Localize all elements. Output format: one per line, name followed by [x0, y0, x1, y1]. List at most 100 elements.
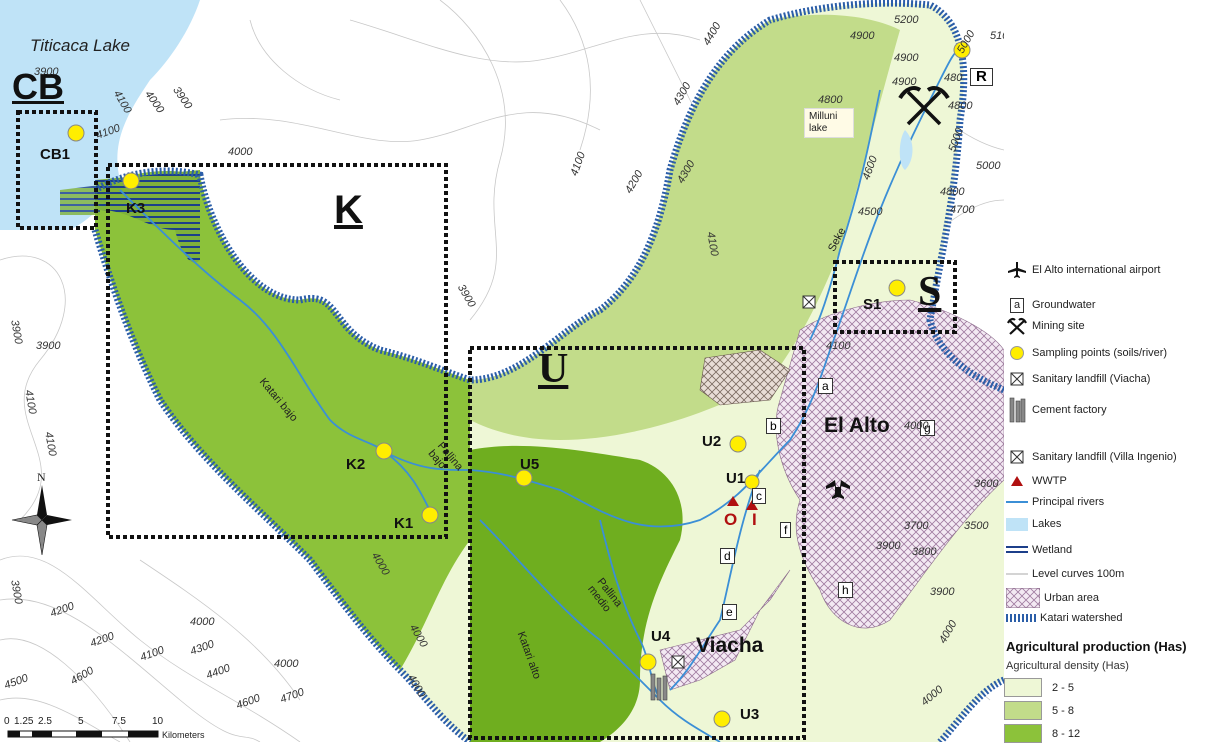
legend-item-sampling: Sampling points (soils/river) — [1006, 345, 1167, 361]
mining-icon — [1006, 317, 1028, 335]
contour-label: 3900 — [36, 340, 61, 352]
groundwater-icon: a — [1006, 297, 1028, 313]
box-u — [468, 346, 806, 740]
contour-label: 5100 — [990, 30, 1004, 42]
groundwater-site-f: f — [780, 522, 792, 538]
contour-label: 4000 — [274, 658, 299, 670]
scale-tick: 10 — [152, 716, 164, 727]
contour-label: 4800 — [818, 94, 843, 106]
scale-tick: 0 — [4, 716, 10, 727]
scale-tick: 1.25 — [14, 716, 34, 727]
legend-item-contours: Level curves 100m — [1006, 566, 1124, 582]
wetland-icon — [1006, 542, 1028, 558]
point-label-u5: U5 — [520, 456, 540, 473]
scale-tick: 5 — [78, 716, 84, 727]
legend-item-rivers: Principal rivers — [1006, 494, 1104, 510]
scale-bar — [7, 730, 159, 738]
point-label-u4: U4 — [651, 628, 671, 645]
river-icon — [1006, 494, 1028, 510]
contour-label: 3900 — [34, 66, 59, 78]
agri-zone-top — [470, 445, 683, 742]
box-cb — [16, 110, 98, 230]
el-alto-urban — [775, 299, 1004, 629]
agri-class-swatch — [1004, 678, 1042, 697]
agri-class-high: 8 - 12 — [1004, 724, 1080, 743]
wwtp-label-i: I — [752, 510, 757, 529]
wwtp-i-marker — [746, 500, 758, 510]
point-label-cb1: CB1 — [40, 146, 71, 163]
map-canvas[interactable]: Titicaca Lake CB K U S CB1 K3 K2 K1 U5 U… — [0, 0, 1004, 742]
legend-item-lakes: Lakes — [1006, 516, 1061, 532]
point-label-r: R — [970, 68, 993, 86]
scale-unit: Kilometers — [162, 730, 205, 740]
groundwater-site-a: a — [818, 378, 833, 394]
map-graphics — [0, 0, 1004, 742]
groundwater-site-e: e — [722, 604, 737, 620]
point-label-u3: U3 — [740, 706, 760, 723]
city-label-el-alto: El Alto — [824, 414, 890, 437]
groundwater-site-b: b — [766, 418, 781, 434]
box-k — [106, 163, 448, 539]
urban-icon — [1006, 588, 1040, 608]
agricultural-density-subtitle: Agricultural density (Has) — [1006, 660, 1129, 672]
contour-label: 4500 — [858, 206, 883, 218]
lake-label: Titicaca Lake — [30, 36, 131, 55]
point-label-u1: U1 — [726, 470, 746, 487]
contour-label: 4800 — [948, 100, 973, 112]
groundwater-site-g: g — [920, 420, 935, 436]
groundwater-site-c: c — [752, 488, 766, 504]
agri-zone-mid — [470, 14, 900, 441]
contour-label: 4000 — [190, 616, 215, 628]
contour-label: 5200 — [894, 14, 919, 26]
contour-label: 4100 — [826, 340, 851, 352]
cement-factory-icon — [1006, 396, 1028, 424]
contour-label: 4900 — [894, 52, 919, 64]
point-label-k1: K1 — [394, 515, 414, 532]
legend-item-wetland: Wetland — [1006, 542, 1072, 558]
legend-item-mining: Mining site — [1006, 317, 1085, 335]
contour-label: 4900 — [892, 76, 917, 88]
agri-class-mid: 5 - 8 — [1004, 701, 1074, 720]
city-label-viacha: Viacha — [696, 634, 764, 657]
scale-tick: 2.5 — [38, 716, 52, 727]
mining-marker — [898, 86, 950, 126]
agri-class-swatch — [1004, 701, 1042, 720]
agri-class-swatch — [1004, 724, 1042, 743]
legend-item-groundwater: a Groundwater — [1006, 297, 1096, 313]
contour-label: 3800 — [912, 546, 937, 558]
sampling-points — [67, 41, 971, 728]
airport-icon — [1006, 262, 1028, 278]
cement-factory-marker — [650, 673, 668, 701]
titicaca-lake — [0, 0, 200, 230]
legend-item-watershed: Katari watershed — [1006, 610, 1123, 626]
legend-item-cement: Cement factory — [1006, 396, 1107, 424]
watershed-border-north — [93, 0, 1004, 394]
legend-panel: El Alto international airport a Groundwa… — [1004, 0, 1224, 743]
contour-label: 4800 — [940, 186, 965, 198]
contour-label: 5000 — [976, 160, 1001, 172]
landfill-villa-ingenio-icon — [1006, 449, 1028, 465]
milluni-lake — [899, 130, 913, 170]
legend-item-urban: Urban area — [1006, 588, 1099, 608]
box-label-s: S — [918, 269, 942, 315]
contour-label: 3600 — [974, 478, 999, 490]
wwtp-label-o: O — [724, 510, 738, 529]
box-s — [833, 260, 957, 334]
legend-item-landfill-viacha: Sanitary landfill (Viacha) — [1006, 371, 1150, 387]
legend-item-airport: El Alto international airport — [1006, 262, 1182, 278]
contour-label: 3500 — [964, 520, 989, 532]
north-label: N — [37, 470, 46, 484]
point-label-u2: U2 — [702, 433, 722, 450]
study-boxes — [16, 110, 957, 740]
viacha-urban — [659, 569, 791, 691]
contour-label: 3900 — [876, 540, 901, 552]
contour-icon — [1006, 566, 1028, 582]
legend-item-landfill-villa-ingenio: Sanitary landfill (Villa Ingenio) — [1006, 449, 1177, 465]
groundwater-site-d: d — [720, 548, 735, 564]
contour-label: 4000 — [904, 420, 929, 432]
airport-marker — [826, 480, 850, 499]
contour-label: 3900 — [930, 586, 955, 598]
agri-class-low: 2 - 5 — [1004, 678, 1074, 697]
wwtp-icon — [1006, 473, 1028, 489]
agri-zone-high — [95, 170, 470, 670]
